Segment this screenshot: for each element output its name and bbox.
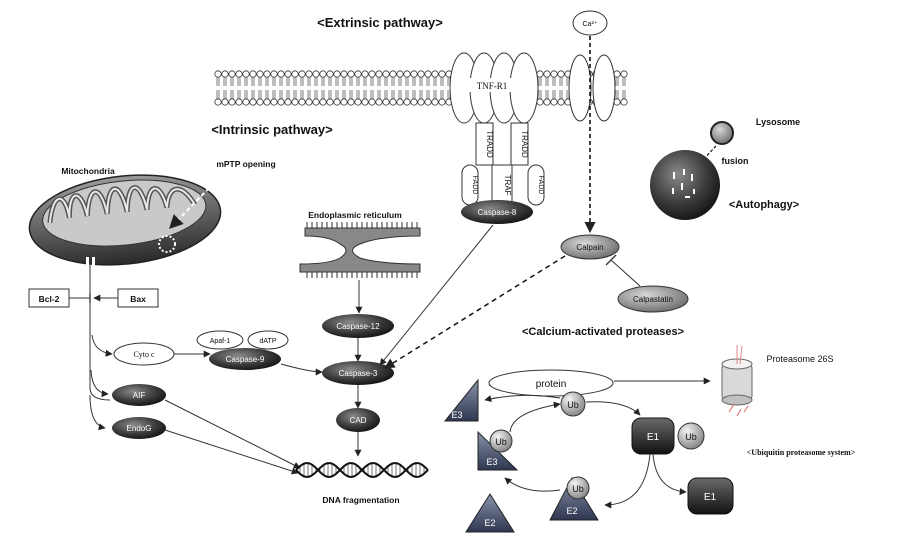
endoplasmic-reticulum-image bbox=[299, 222, 421, 278]
e1-label: E1 bbox=[647, 432, 660, 443]
dna-helix-image bbox=[295, 462, 429, 478]
datp-label: dATP bbox=[260, 338, 277, 345]
tnf-r1-receptor: TNF-R1 bbox=[449, 52, 539, 124]
caspase-3-label: Caspase-3 bbox=[339, 369, 378, 378]
bcl-2-label: Bcl-2 bbox=[39, 294, 60, 304]
aif-node: AIF bbox=[112, 384, 166, 406]
endog-to-dna-arrow bbox=[164, 429, 299, 475]
calpastatin-label: Calpastatin bbox=[633, 295, 673, 304]
endog-label: EndoG bbox=[127, 424, 152, 433]
mptp-label: mPTP opening bbox=[216, 159, 275, 169]
ub-e3-label: Ub bbox=[495, 437, 507, 447]
tradd-left-label: TRADD bbox=[485, 130, 494, 158]
traf-label: TRAF bbox=[503, 175, 512, 196]
tnf-r1-label: TNF-R1 bbox=[477, 81, 508, 91]
ub-e2-label: Ub bbox=[572, 484, 584, 494]
proteasome-26s-label: Proteasome 26S bbox=[766, 354, 833, 364]
calpastatin-inhibition-line bbox=[610, 259, 641, 287]
cyto-c-node: Cyto c bbox=[113, 342, 175, 366]
ub-protein-node: Ub bbox=[560, 391, 586, 417]
apaf-1-label: Apaf-1 bbox=[210, 338, 231, 345]
caspase-8-label: Caspase-8 bbox=[478, 208, 517, 217]
ub-protein-label: Ub bbox=[567, 400, 579, 410]
caspase-12-node: Caspase-12 bbox=[322, 314, 394, 338]
tradd-right-label: TRADD bbox=[520, 130, 529, 158]
e3-top-label: E3 bbox=[451, 410, 462, 420]
adaptor-complex: TRADD TRADD FADD TRAF FADD Caspase-8 bbox=[461, 122, 545, 224]
aif-to-dna-arrow bbox=[164, 399, 301, 469]
extrinsic-pathway-title: <Extrinsic pathway> bbox=[317, 15, 443, 30]
mptp-arrow bbox=[169, 182, 215, 230]
endog-release-arrow bbox=[89, 394, 106, 431]
fadd-right-label: FADD bbox=[537, 176, 544, 195]
calcium-ion: Ca²⁺ bbox=[572, 10, 608, 36]
ub-e1-label: Ub bbox=[685, 432, 697, 442]
e2-ub-complex: E2 Ub bbox=[549, 476, 599, 521]
mito-release-line bbox=[89, 262, 111, 401]
dna-fragmentation-label: DNA fragmentation bbox=[322, 495, 399, 505]
e2-to-e3-arrow bbox=[504, 477, 561, 492]
e1-to-e2-arrow bbox=[604, 453, 651, 509]
er-label: Endoplasmic reticulum bbox=[308, 210, 402, 220]
calpain-node: Calpain bbox=[560, 234, 620, 260]
protein-node: protein bbox=[488, 369, 614, 397]
caspase-12-label: Caspase-12 bbox=[336, 322, 380, 331]
e2-label: E2 bbox=[566, 506, 577, 516]
aif-label: AIF bbox=[133, 391, 146, 400]
mitochondria-label: Mitochondria bbox=[61, 166, 115, 176]
lysosome-fusion-arrow bbox=[699, 145, 717, 164]
e2-free-node: E2 bbox=[465, 493, 515, 533]
caspase-9-label: Caspase-9 bbox=[226, 355, 265, 364]
protein-label: protein bbox=[536, 379, 567, 390]
apoptosome: Apaf-1 dATP Caspase-9 bbox=[196, 330, 289, 370]
autophagosome-icon bbox=[650, 150, 720, 220]
calcium-channel bbox=[568, 54, 616, 122]
calpastatin-inhibition-bar bbox=[605, 254, 617, 266]
e3-triangle-top: E3 bbox=[443, 378, 479, 422]
e1-ub-complex: E1 Ub bbox=[631, 417, 705, 455]
fadd-left-label: FADD bbox=[471, 176, 478, 195]
cad-node: CAD bbox=[336, 408, 380, 432]
e1-free-label: E1 bbox=[704, 492, 717, 503]
bax-box: Bax bbox=[117, 288, 159, 308]
endog-node: EndoG bbox=[112, 417, 166, 439]
lysosome-icon bbox=[710, 121, 734, 145]
lysosome-label: Lysosome bbox=[756, 117, 800, 127]
proteasome-26s-icon bbox=[721, 345, 753, 417]
fusion-label: fusion bbox=[722, 156, 749, 166]
cell-membrane bbox=[214, 70, 628, 106]
casp9-to-casp3-arrow bbox=[280, 363, 323, 376]
calpain-label: Calpain bbox=[576, 243, 603, 252]
aif-release-arrow bbox=[90, 369, 109, 398]
mptp-pore-icon bbox=[158, 235, 176, 253]
e1-free-node: E1 bbox=[687, 477, 734, 515]
ups-title: <Ubiquitin proteasome system> bbox=[747, 448, 856, 457]
e1-release-arrow bbox=[652, 453, 687, 496]
e3-to-protein-arrow bbox=[509, 401, 561, 433]
intrinsic-pathway-title: <Intrinsic pathway> bbox=[211, 122, 333, 137]
cyto-c-label: Cyto c bbox=[133, 350, 155, 359]
e3-ub-complex: E3 Ub bbox=[477, 429, 519, 471]
pore-icon bbox=[86, 257, 89, 266]
cytoc-release-arrow bbox=[91, 334, 113, 357]
e3-lower-label: E3 bbox=[486, 457, 497, 467]
mitochondrion-image bbox=[28, 174, 222, 266]
bax-label: Bax bbox=[130, 294, 146, 304]
bcl-2-box: Bcl-2 bbox=[28, 288, 70, 308]
ub-to-e3-arrow bbox=[484, 394, 561, 403]
caspase-3-node: Caspase-3 bbox=[322, 361, 394, 385]
calcium-proteases-title: <Calcium-activated proteases> bbox=[522, 326, 684, 338]
ub-to-e1-arrow bbox=[585, 401, 641, 416]
calpastatin-node: Calpastatin bbox=[617, 285, 689, 313]
cad-label: CAD bbox=[350, 416, 367, 425]
calcium-ion-label: Ca²⁺ bbox=[583, 21, 598, 28]
autophagy-title: <Autophagy> bbox=[729, 199, 799, 211]
casp8-to-casp3-arrow bbox=[379, 224, 494, 366]
e2-free-label: E2 bbox=[484, 518, 495, 528]
